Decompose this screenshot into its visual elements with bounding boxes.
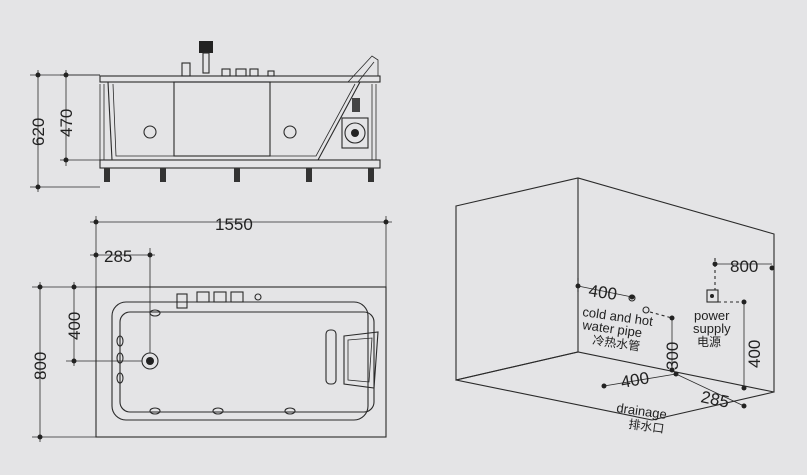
dimension-pipe-300: 300 bbox=[663, 342, 682, 370]
dimension-drain-400: 400 bbox=[619, 368, 650, 392]
dimension-470: 470 bbox=[57, 109, 76, 137]
front-elevation: 620 470 bbox=[29, 41, 381, 192]
front-panel bbox=[173, 81, 271, 157]
dimension-400: 400 bbox=[65, 312, 84, 340]
power-label-cn: 电源 bbox=[697, 335, 721, 349]
dimension-620: 620 bbox=[29, 118, 48, 146]
top-view: 1550 285 800 400 bbox=[31, 215, 392, 442]
dimension-285: 285 bbox=[104, 247, 132, 266]
hot-water-pipe-icon bbox=[642, 306, 650, 314]
drainage-label: drainage bbox=[616, 400, 668, 422]
tub-rim bbox=[99, 75, 381, 83]
dimension-line-drain-285 bbox=[675, 373, 745, 407]
grab-handle bbox=[325, 329, 337, 385]
dimension-line-pipe-400 bbox=[577, 285, 633, 298]
jet-circle-left bbox=[143, 125, 157, 139]
tub-base-frame bbox=[99, 159, 381, 169]
tub-body-outline bbox=[107, 81, 361, 161]
installation-view: 800 400 power supply 电源 400 300 cold and… bbox=[455, 177, 775, 436]
tub-top-outline bbox=[95, 286, 387, 438]
power-label-line2: supply bbox=[693, 321, 731, 336]
dimension-1550: 1550 bbox=[215, 215, 253, 234]
tub-basin bbox=[119, 311, 375, 413]
headrest-pillow bbox=[343, 331, 379, 389]
dimension-power-height: 400 bbox=[745, 340, 764, 368]
dimension-pipe-400: 400 bbox=[587, 281, 618, 304]
pump-motor bbox=[341, 117, 369, 149]
dimension-800: 800 bbox=[31, 352, 50, 380]
power-label-line1: power bbox=[694, 308, 730, 323]
jet-circle-right bbox=[283, 125, 297, 139]
dimension-line-drain-400 bbox=[603, 373, 677, 387]
faucet-handle-icon bbox=[199, 41, 213, 53]
dimension-power-800: 800 bbox=[730, 257, 758, 276]
pipe-label-cn: 冷热水管 bbox=[592, 332, 642, 354]
drainage-label-cn: 排水口 bbox=[628, 417, 666, 436]
faucet-icon bbox=[176, 293, 188, 309]
power-socket-icon bbox=[706, 289, 719, 303]
